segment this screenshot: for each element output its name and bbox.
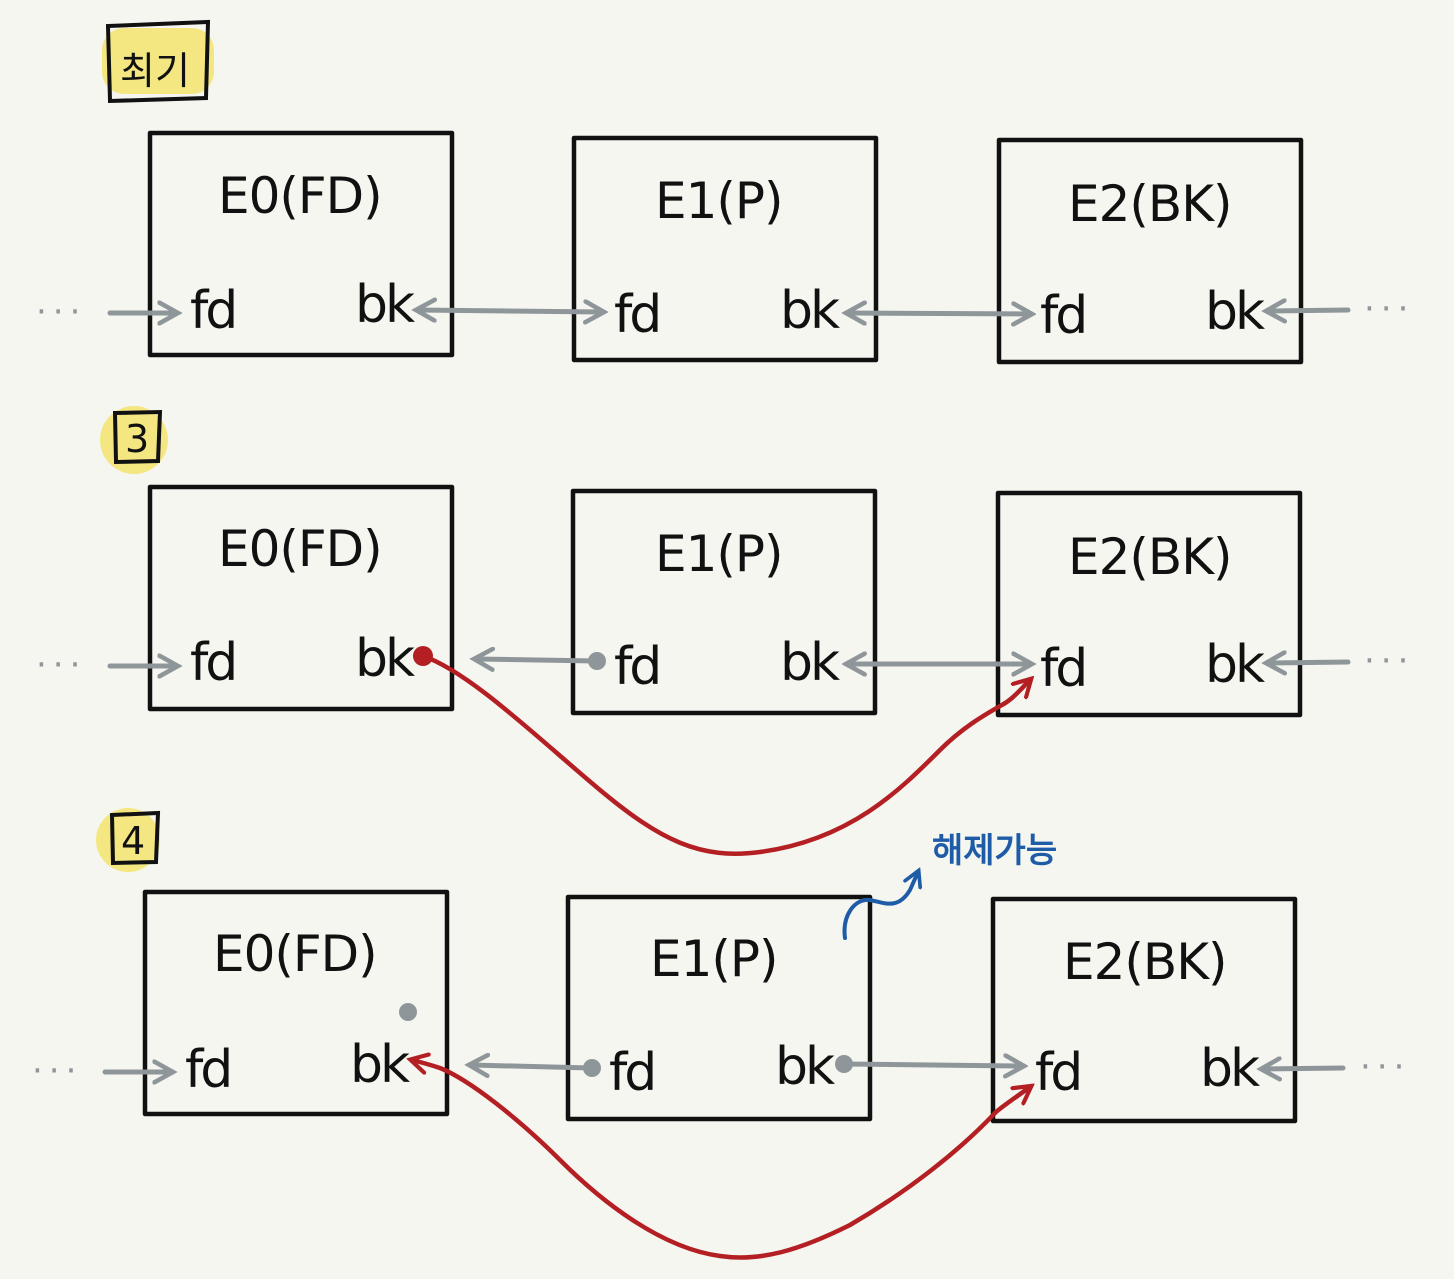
node-e0-title: E0(FD)	[218, 167, 382, 225]
step-label-frame	[109, 810, 161, 866]
node-e1	[570, 488, 878, 716]
node-e0-fd: fd	[190, 281, 235, 341]
node-e1-title: E1(P)	[655, 172, 783, 230]
step-label-frame	[105, 19, 211, 104]
node-e0-bk: bk	[355, 629, 415, 689]
node-e2	[990, 896, 1298, 1124]
node-e2-title: E2(BK)	[1068, 528, 1232, 586]
node-e1-title: E1(P)	[655, 525, 783, 583]
node-e1-bk: bk	[775, 1037, 835, 1097]
link-e1fd-to-e0	[476, 659, 599, 661]
link-e0bk-e2fd	[412, 1060, 1030, 1260]
node-e2-fd: fd	[1040, 286, 1085, 346]
node-e1-fd: fd	[609, 1043, 654, 1103]
link-next-to-e2	[1263, 1068, 1346, 1069]
ellipsis-left: ···	[36, 292, 86, 332]
step-3: 3 E0(FD) E1(P) E2(BK) fd bk fd bk fd bk …	[36, 406, 1414, 856]
node-e2-bk: bk	[1200, 1039, 1260, 1099]
node-e0-bk: bk	[355, 275, 415, 335]
node-e0	[142, 889, 450, 1117]
step-label-frame	[112, 409, 163, 465]
link-e1-e2	[848, 313, 1030, 314]
node-e0	[147, 130, 455, 358]
node-e2	[995, 490, 1303, 718]
node-e1-fd: fd	[614, 637, 659, 697]
link-e1fd-to-e0	[471, 1065, 594, 1068]
node-e0	[147, 484, 455, 712]
node-e1	[571, 135, 879, 363]
link-next-to-e2	[1268, 310, 1351, 311]
ellipsis-right: ···	[1364, 289, 1414, 329]
node-e0-title: E0(FD)	[218, 520, 382, 578]
node-e1	[565, 894, 873, 1122]
ellipsis-right: ···	[1360, 1047, 1410, 1087]
ellipsis-right: ···	[1364, 641, 1414, 681]
step-label: 최기	[120, 49, 190, 93]
node-e1-bk: bk	[780, 281, 840, 341]
node-e2-bk: bk	[1205, 635, 1265, 695]
node-e2-fd: fd	[1035, 1043, 1080, 1103]
step-1: 최기 E0(FD) E1(P) E2(BK) fd bk fd bk fd bk…	[36, 19, 1414, 365]
free-annotation-arrow	[842, 872, 918, 940]
node-e0-fd: fd	[185, 1040, 230, 1100]
e1-fd-anchor	[588, 652, 606, 670]
node-e2-bk: bk	[1205, 282, 1265, 342]
step-4: 4 E0(FD) E1(P) E2(BK) fd bk fd bk fd bk …	[32, 808, 1410, 1260]
node-e0-bk: bk	[350, 1035, 410, 1095]
ellipsis-left: ···	[32, 1051, 82, 1091]
e1-bk-anchor	[835, 1055, 853, 1073]
node-e1-bk: bk	[780, 633, 840, 693]
ellipsis-left: ···	[36, 645, 86, 685]
node-e2	[996, 137, 1304, 365]
node-e2-fd: fd	[1040, 639, 1085, 699]
link-e0-e1	[418, 310, 602, 312]
step-label: 4	[121, 819, 145, 863]
node-e0-title: E0(FD)	[213, 925, 377, 983]
link-e0bk-to-e2fd	[420, 653, 1030, 856]
step-label: 3	[125, 417, 149, 461]
node-e2-title: E2(BK)	[1068, 175, 1232, 233]
link-next-to-e2	[1268, 662, 1351, 663]
e1-fd-anchor	[583, 1059, 601, 1077]
node-e1-fd: fd	[614, 285, 659, 345]
node-e0-fd: fd	[190, 633, 235, 693]
free-annotation: 해제가능	[932, 831, 1057, 871]
node-e2-title: E2(BK)	[1063, 933, 1227, 991]
link-e1bk-to-e2	[842, 1064, 1022, 1066]
e0-bk-old-anchor	[399, 1003, 417, 1021]
step-label-highlight	[102, 28, 214, 94]
node-e1-title: E1(P)	[650, 930, 778, 988]
